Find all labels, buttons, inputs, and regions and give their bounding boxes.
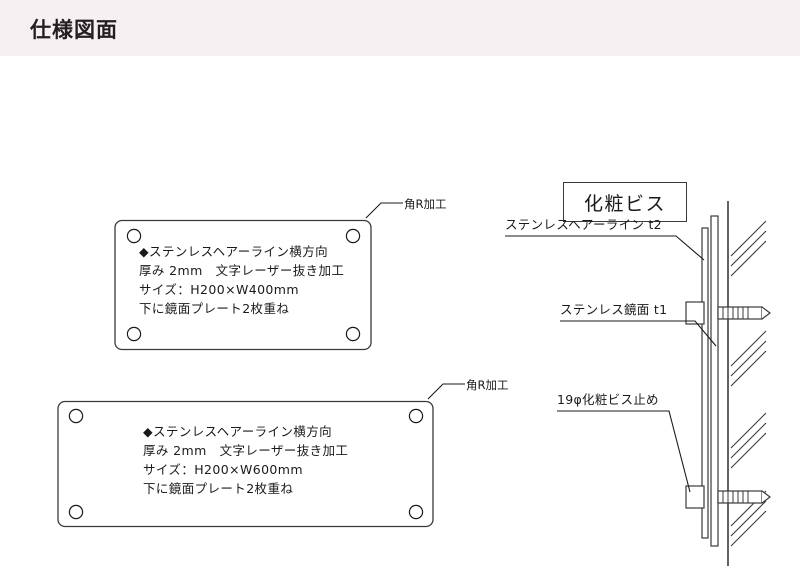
wall-hatch-group-1 <box>730 220 767 277</box>
plate-1-hole-bottom-right <box>345 326 361 342</box>
plate-1-line-4: 下に鏡面プレート2枚重ね <box>139 301 290 316</box>
decorative-screw-box: 化粧ビス <box>563 182 687 222</box>
wall-hatch-group-2 <box>730 330 767 387</box>
fastener-upper-threads <box>722 307 749 319</box>
fastener-upper <box>685 301 771 325</box>
cross-section-assembly <box>505 201 771 566</box>
plate-1-hole-bottom-left <box>126 326 142 342</box>
plate-2-hole-bottom-left <box>68 504 84 520</box>
fastener-lower-threads <box>722 491 749 503</box>
plate-h200-w400-shape <box>114 202 403 351</box>
plate-1-outline <box>114 219 372 351</box>
specification-drawing: ◆ステンレスヘアーライン横方向 厚み 2mm 文字レーザー抜き加工 サイズ：H2… <box>0 56 800 580</box>
callout-mirror-leader <box>560 320 717 347</box>
plate-2-line-2: 厚み 2mm 文字レーザー抜き加工 <box>143 443 349 458</box>
plate-1-spec-text: ◆ステンレスヘアーライン横方向 厚み 2mm 文字レーザー抜き加工 サイズ：H2… <box>139 242 344 318</box>
mirror-plate-t1 <box>710 215 719 547</box>
callout-mirror-label: ステンレス鏡面 t1 <box>560 302 668 317</box>
plate-2-line-3: サイズ：H200×W600mm <box>143 462 303 477</box>
fastener-upper-cap <box>685 301 705 325</box>
fastener-lower-cap <box>685 485 705 509</box>
page-title: 仕様図面 <box>30 18 118 42</box>
plate-h200-w600-shape <box>57 383 465 528</box>
plate-2-line-4: 下に鏡面プレート2枚重ね <box>143 481 294 496</box>
fastener-lower-body <box>717 490 763 504</box>
plate-2-hole-top-left <box>68 408 84 424</box>
plate-1-hole-top-right <box>345 228 361 244</box>
callout-hairline-label: ステンレスヘアーライン t2 <box>505 217 662 232</box>
plate-2-hole-top-right <box>408 408 424 424</box>
hairline-plate-t2 <box>701 227 709 539</box>
fastener-upper-body <box>717 306 763 320</box>
plate-2-corner-note: 角R加工 <box>466 378 509 392</box>
fastener-lower <box>685 485 771 509</box>
fastener-upper-tip <box>761 306 771 320</box>
plate-2-corner-leader <box>427 383 465 400</box>
callout-screw-label: 19φ化粧ビス止め <box>557 392 659 407</box>
callout-hairline-leader <box>505 235 705 261</box>
plate-2-hole-bottom-right <box>408 504 424 520</box>
plate-1-corner-note: 角R加工 <box>404 197 447 211</box>
callout-screw-leader <box>557 410 691 493</box>
fastener-lower-tip <box>761 490 771 504</box>
drawing-vector-layer <box>57 201 771 566</box>
plate-1-line-3: サイズ：H200×W400mm <box>139 282 299 297</box>
plate-1-line-2: 厚み 2mm 文字レーザー抜き加工 <box>139 263 345 278</box>
header-band <box>0 0 800 56</box>
plate-1-hole-top-left <box>126 228 142 244</box>
plate-2-line-1: ◆ステンレスヘアーライン横方向 <box>143 424 332 439</box>
plate-1-line-1: ◆ステンレスヘアーライン横方向 <box>139 244 328 259</box>
plate-2-outline <box>57 400 434 528</box>
plate-2-spec-text: ◆ステンレスヘアーライン横方向 厚み 2mm 文字レーザー抜き加工 サイズ：H2… <box>143 422 348 498</box>
plate-1-corner-leader <box>365 202 403 219</box>
wall-hatch-group-3 <box>730 412 767 469</box>
